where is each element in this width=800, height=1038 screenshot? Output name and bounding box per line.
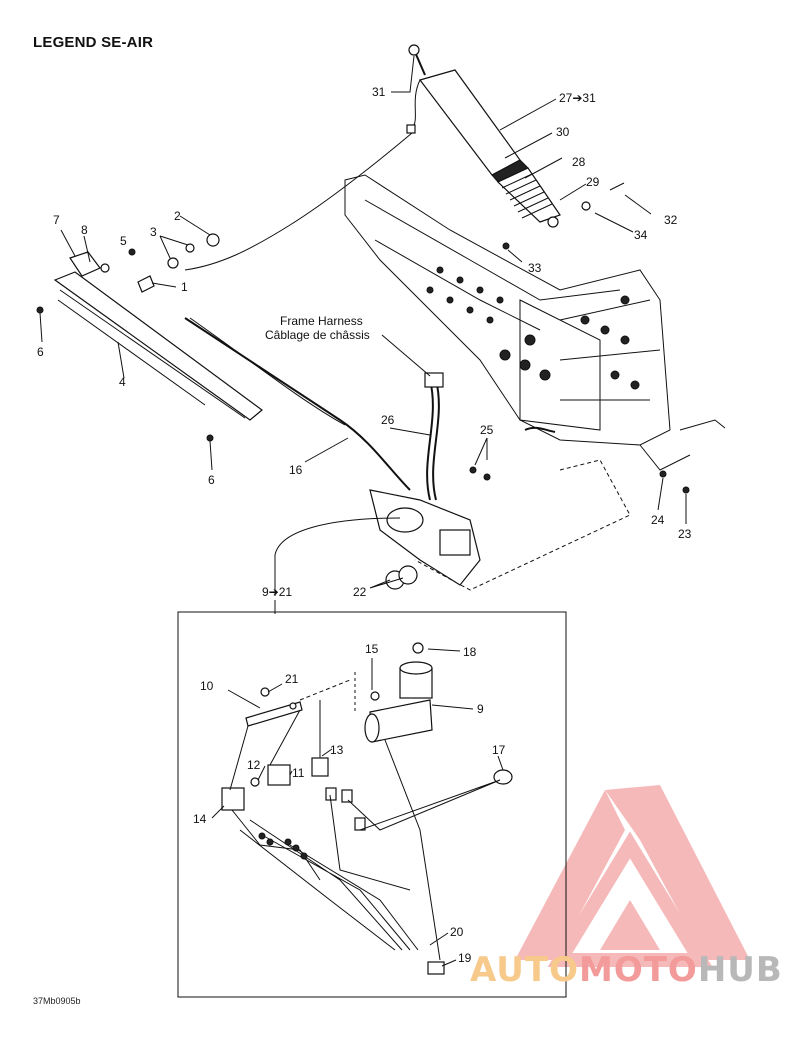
callout-9: 9 <box>477 702 484 716</box>
frame-harness-label: Frame Harness <box>280 314 363 328</box>
callout-labels: 1 2 3 4 5 6 6 7 8 9 9➔21 10 11 12 13 14 … <box>37 85 692 965</box>
compressor-assembly <box>369 372 481 590</box>
callout-2: 2 <box>174 209 181 223</box>
callout-7: 7 <box>53 213 60 227</box>
watermark-part3: HUB <box>697 950 783 990</box>
callout-10: 10 <box>200 679 214 693</box>
detail-components <box>221 642 513 975</box>
callout-30: 30 <box>556 125 570 139</box>
callout-13: 13 <box>330 743 344 757</box>
page-title: LEGEND SE-AIR <box>33 34 154 51</box>
callout-6-bottom: 6 <box>208 473 215 487</box>
watermark-logo-icon <box>515 785 750 967</box>
callout-25: 25 <box>480 423 494 437</box>
air-shock-absorber <box>184 44 561 271</box>
watermark-part1: AUTO <box>470 950 579 990</box>
callout-18: 18 <box>463 645 477 659</box>
callout-6-left: 6 <box>37 345 44 359</box>
callout-15: 15 <box>365 642 379 656</box>
callout-24: 24 <box>651 513 665 527</box>
callout-28: 28 <box>572 155 586 169</box>
callout-20: 20 <box>450 925 464 939</box>
callout-22: 22 <box>353 585 367 599</box>
callout-29: 29 <box>586 175 600 189</box>
leader-lines <box>39 55 687 967</box>
callout-27-to-31: 27➔31 <box>559 91 596 105</box>
callout-31: 31 <box>372 85 386 99</box>
callout-21: 21 <box>285 672 299 686</box>
cablage-chassis-label: Câblage de châssis <box>265 328 370 342</box>
callout-17: 17 <box>492 743 506 757</box>
callout-11: 11 <box>292 766 305 780</box>
callout-9-to-21: 9➔21 <box>262 585 292 599</box>
figure-code: 37Mb0905b <box>33 996 81 1006</box>
callout-3: 3 <box>150 225 157 239</box>
watermark-part2: MOTO <box>578 950 698 990</box>
callout-14: 14 <box>193 812 207 826</box>
callout-33: 33 <box>528 261 542 275</box>
callout-26: 26 <box>381 413 395 427</box>
callout-16: 16 <box>289 463 303 477</box>
callout-32: 32 <box>664 213 678 227</box>
watermark-text: AUTOMOTOHUB <box>470 950 783 990</box>
callout-1: 1 <box>181 280 188 294</box>
callout-4: 4 <box>119 375 126 389</box>
detail-box <box>177 611 567 998</box>
callout-34: 34 <box>634 228 648 242</box>
callout-5: 5 <box>120 234 127 248</box>
frame-chassis <box>344 174 726 471</box>
callout-8: 8 <box>81 223 88 237</box>
running-board-rail <box>53 251 263 421</box>
callout-23: 23 <box>678 527 692 541</box>
callout-19: 19 <box>458 951 472 965</box>
callout-12: 12 <box>247 758 261 772</box>
